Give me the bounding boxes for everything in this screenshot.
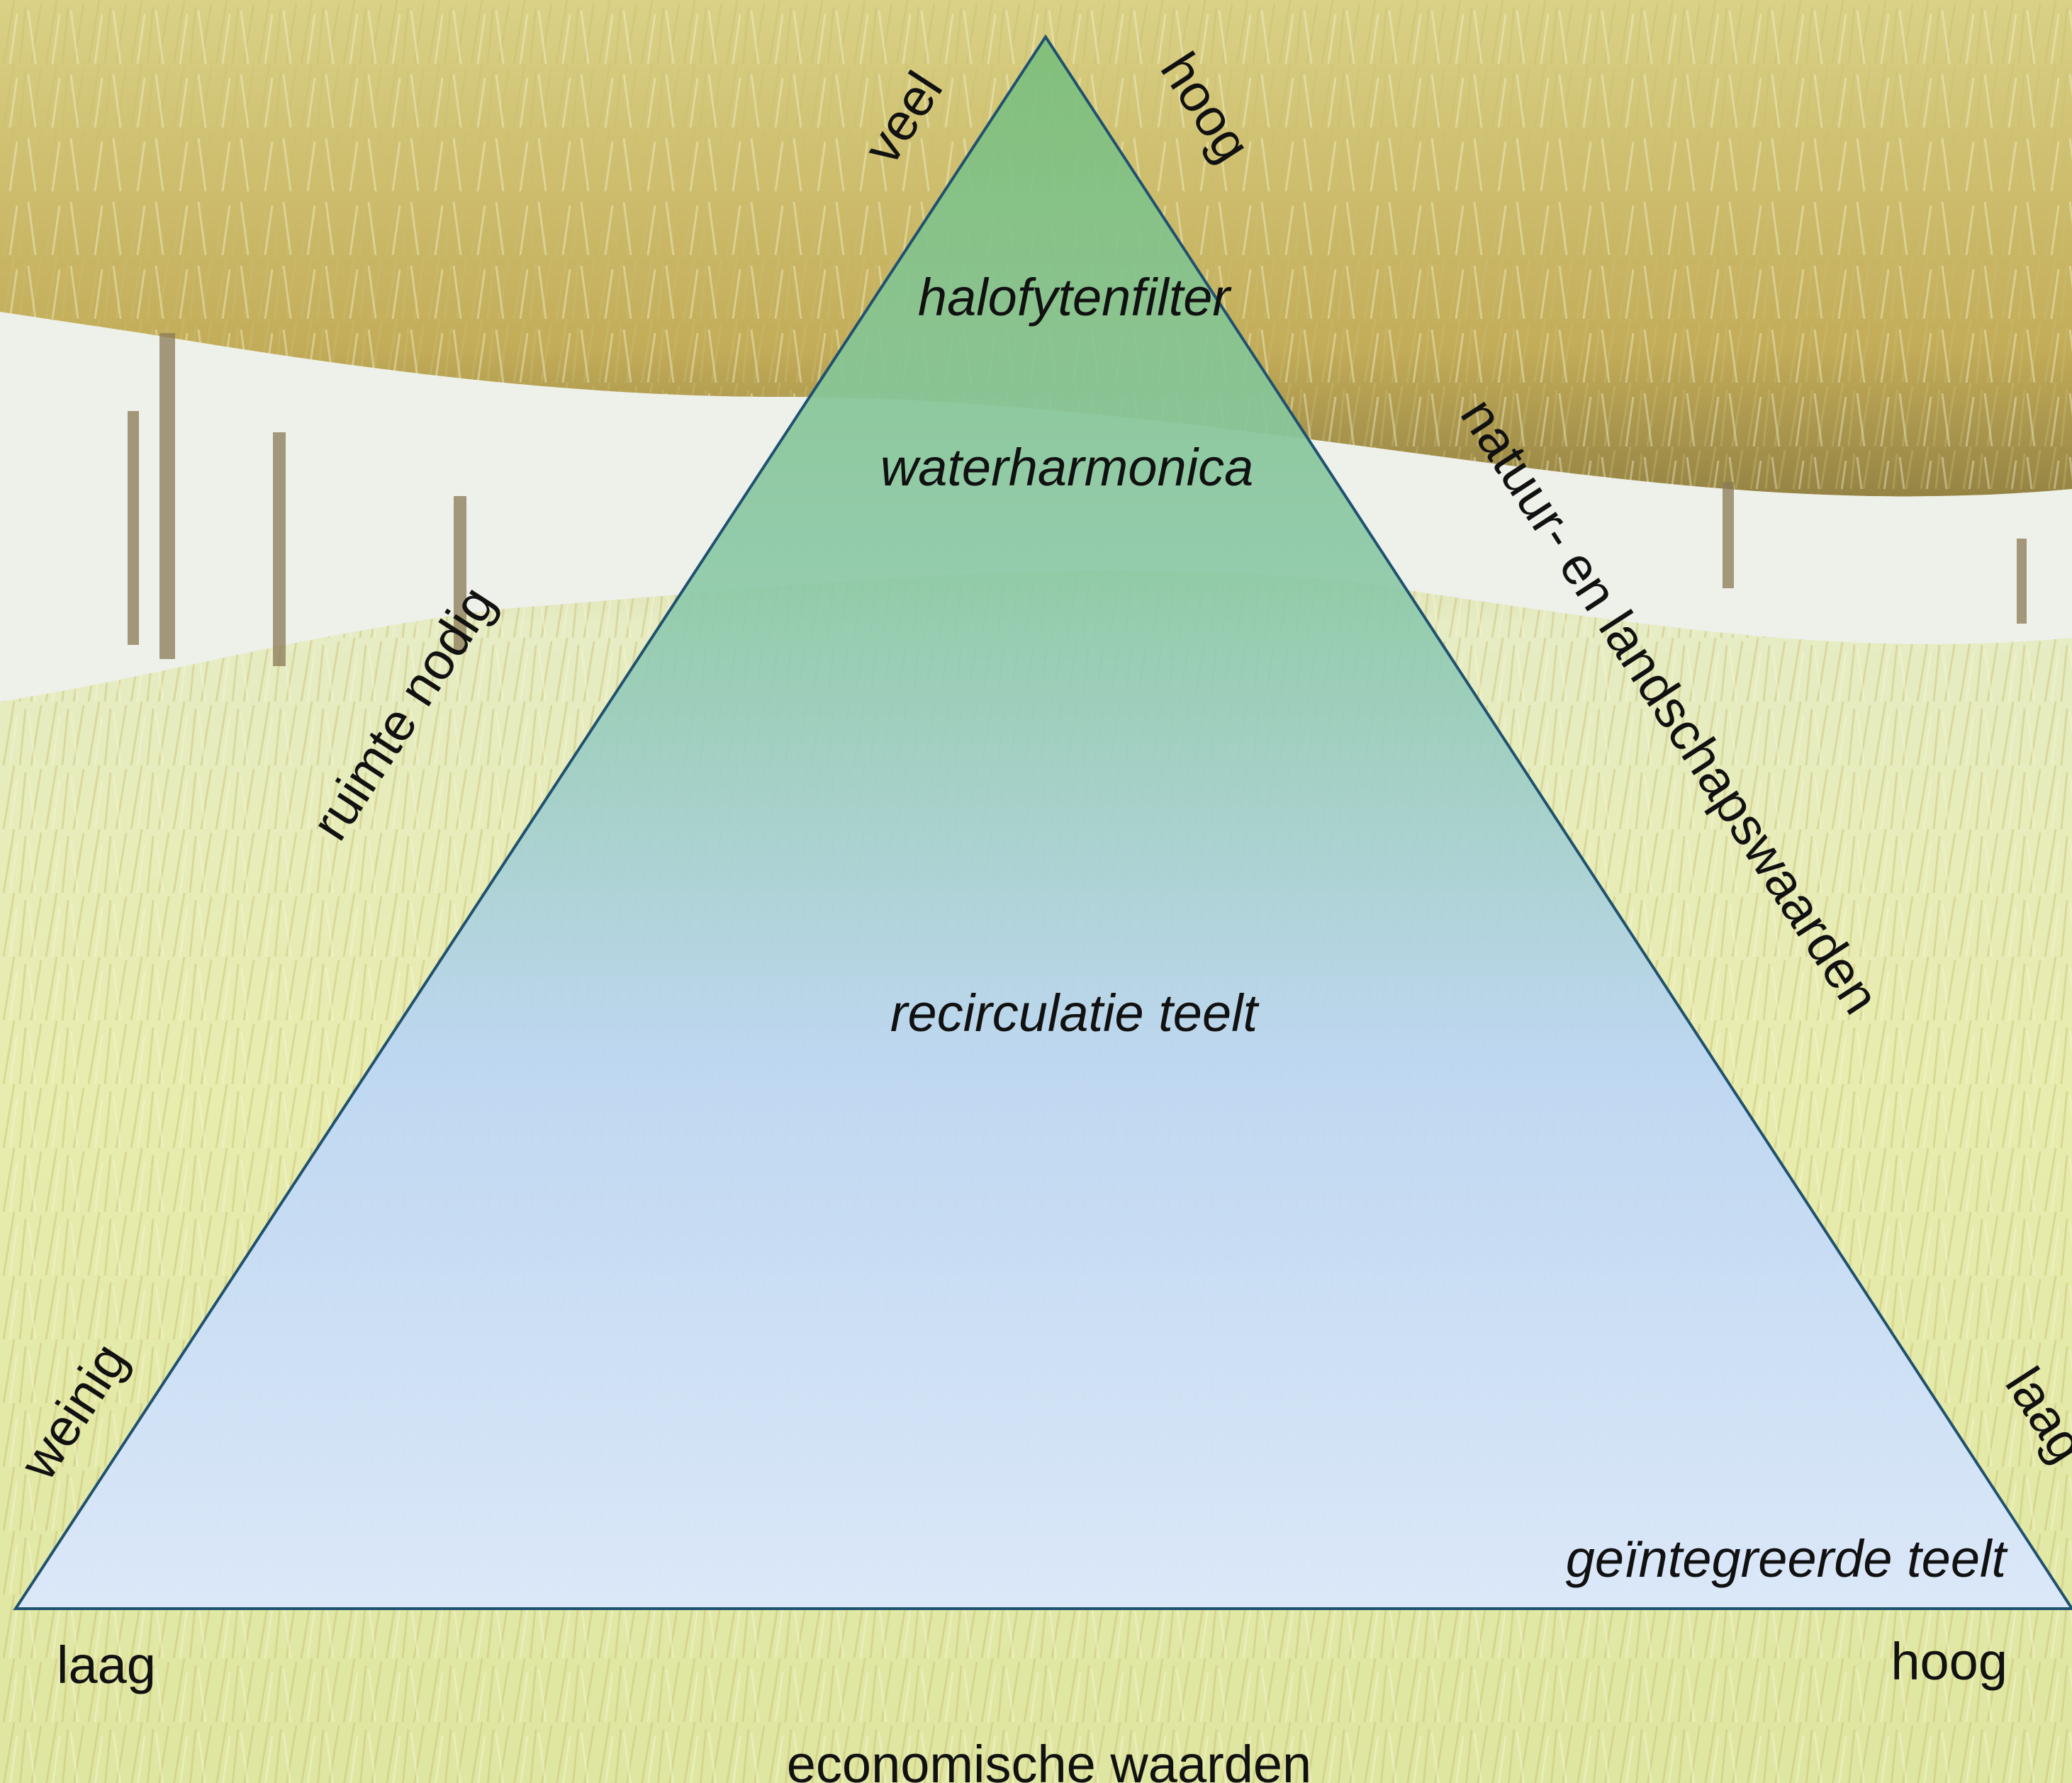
base-right-end: hoog	[1891, 1632, 2007, 1691]
label-halofytenfilter: halofytenfilter	[918, 268, 1232, 327]
label-geintegreerde-teelt: geïntegreerde teelt	[1566, 1529, 2009, 1588]
pyramid-triangle	[13, 34, 2072, 1610]
base-left-end: laag	[57, 1636, 156, 1694]
label-recirculatie-teelt: recirculatie teelt	[890, 984, 1260, 1042]
label-waterharmonica: waterharmonica	[880, 438, 1253, 497]
fence-posts	[128, 333, 2027, 666]
base-label: economische waarden	[787, 1735, 1311, 1783]
